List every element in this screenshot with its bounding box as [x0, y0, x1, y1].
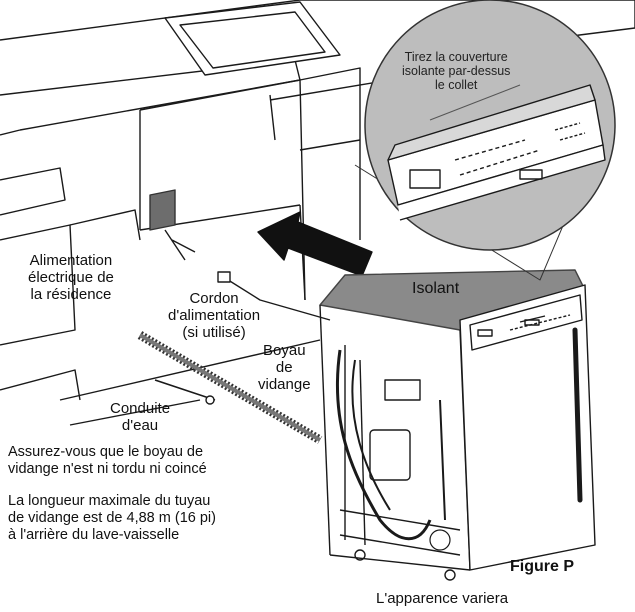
appearance-note: L'apparence variera [376, 590, 509, 607]
power-wire [164, 229, 196, 261]
drain-hose [137, 331, 323, 444]
figure-label: Figure P [510, 558, 575, 575]
water-line-end [205, 395, 215, 405]
cabinet-left [0, 167, 141, 401]
insulation-label: Isolant [412, 280, 460, 297]
countertop [0, 0, 635, 136]
insulation-tip-label: Tirez la couverture isolante par-dessus … [402, 50, 511, 92]
floor [59, 339, 321, 426]
hose-check-note: Assurez-vous que le boyau de vidange n'e… [8, 444, 207, 477]
magnifier-detail [364, 0, 616, 251]
power-cord-plug [217, 271, 231, 283]
dishwasher-door [459, 284, 596, 571]
water-line-label: Conduite d'eau [110, 400, 171, 434]
power-cord-label: Cordon d'alimentation (si utilisé) [168, 290, 261, 341]
push-arrow [257, 211, 373, 277]
water-line [154, 379, 216, 401]
hose-length-note: La longueur maximale du tuyau de vidange… [8, 493, 216, 543]
drain-hose-label: Boyau de vidange [258, 342, 311, 393]
power-supply-label: Alimentation électrique de la résidence [28, 252, 114, 303]
power-cord-line [224, 277, 331, 321]
